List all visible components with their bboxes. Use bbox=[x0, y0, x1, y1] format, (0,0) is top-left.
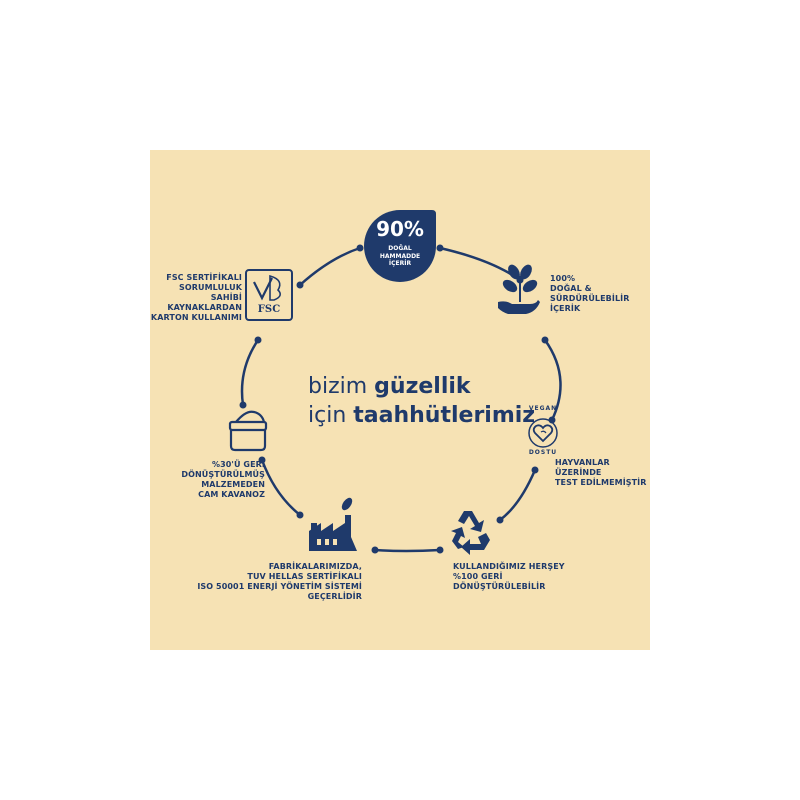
center-title: bizim güzellik için taahhütlerimiz bbox=[308, 372, 548, 430]
center-title-light-1: bizim bbox=[308, 374, 375, 399]
ring-dot bbox=[254, 336, 262, 344]
badge-text: DOĞAL HAMMADDE İÇERİR bbox=[379, 245, 421, 267]
ring-arc bbox=[373, 548, 442, 553]
fsc-logo-icon bbox=[245, 269, 293, 321]
vegan-label: HAYVANLAR ÜZERİNDE TEST EDİLMEMİŞTİR bbox=[555, 458, 647, 487]
ring-dot bbox=[436, 546, 444, 554]
factory-icon bbox=[309, 497, 357, 551]
ring-dot bbox=[296, 281, 304, 289]
center-title-bold-1: güzellik bbox=[374, 374, 471, 399]
ring-dot bbox=[541, 336, 549, 344]
ring-dot bbox=[531, 466, 539, 474]
ring-arc bbox=[240, 338, 260, 407]
center-title-bold-2: taahhütlerimiz bbox=[353, 403, 536, 428]
badge-percent: 90% bbox=[376, 217, 424, 241]
plant-hand-icon bbox=[498, 264, 540, 314]
ring-dot bbox=[258, 456, 266, 464]
ring-dot bbox=[436, 244, 444, 252]
ring-dot bbox=[296, 511, 304, 519]
center-title-light-2: için bbox=[308, 403, 354, 428]
fsc-logo-text: FSC bbox=[257, 304, 281, 315]
ring-dot bbox=[496, 516, 504, 524]
vegan-logo-top: VEGAN bbox=[528, 405, 558, 412]
ring-dot bbox=[239, 401, 247, 409]
natural-label: 100% DOĞAL & SÜRDÜRÜLEBİLİR İÇERİK bbox=[550, 274, 630, 313]
ring-arc bbox=[498, 468, 537, 522]
ring-dot bbox=[371, 546, 379, 554]
recycle-label: KULLANDIĞIMIZ HERŞEY %100 GERİ DÖNÜŞTÜRÜ… bbox=[453, 562, 565, 591]
vegan-logo-bottom: DOSTU bbox=[528, 449, 558, 456]
vegan-heart-icon bbox=[528, 418, 558, 448]
jar-icon bbox=[228, 410, 268, 452]
factory-label: FABRİKALARIMIZDA, TUV HELLAS SERTİFİKALI… bbox=[197, 562, 362, 601]
recycle-icon bbox=[451, 511, 490, 555]
ring-dot bbox=[356, 244, 364, 252]
jar-label: %30'Ü GERİ DÖNÜŞTÜRÜLMÜŞ MALZEMEDEN CAM … bbox=[181, 460, 265, 499]
ring-arc bbox=[298, 246, 362, 287]
ring-arc bbox=[260, 458, 302, 517]
badge-drop-icon bbox=[364, 210, 436, 282]
fsc-label: FSC SERTİFİKALI SORUMLULUK SAHİBİ KAYNAK… bbox=[150, 273, 242, 322]
ring-arc bbox=[543, 338, 562, 422]
